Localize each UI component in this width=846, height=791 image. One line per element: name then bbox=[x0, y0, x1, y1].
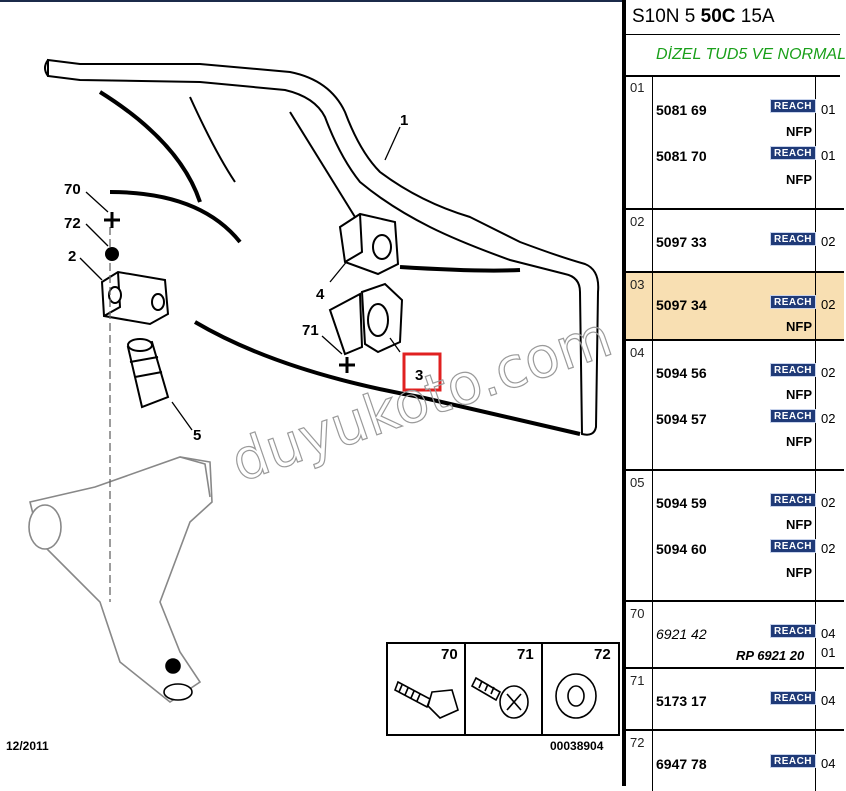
reach-badge: REACH bbox=[770, 232, 816, 246]
inset-label-70: 70 bbox=[441, 646, 458, 663]
part-qty: 01 bbox=[821, 102, 836, 117]
reach-badge: REACH bbox=[770, 295, 816, 309]
reach-badge: REACH bbox=[770, 99, 816, 113]
nfp-label: NFP bbox=[786, 387, 812, 402]
part-qty: 01 bbox=[821, 148, 836, 163]
callout-3: 3 bbox=[415, 367, 423, 384]
callout-72: 72 bbox=[64, 215, 81, 232]
hardware-inset: 70 71 72 bbox=[386, 642, 620, 736]
part-ref-692142[interactable]: 6921 42 bbox=[656, 626, 707, 642]
stabilizer-bar[interactable] bbox=[44, 58, 600, 436]
parts-group-70[interactable]: 70 6921 42 REACH 04 RP 6921 20 01 bbox=[626, 602, 844, 669]
callout-5: 5 bbox=[193, 427, 201, 444]
parts-group-05[interactable]: 05 5094 59 REACH 02 NFP 5094 60 REACH 02… bbox=[626, 471, 844, 602]
part-ref-509457[interactable]: 5094 57 bbox=[656, 411, 707, 427]
group-number: 01 bbox=[630, 80, 645, 95]
fastener-markers bbox=[104, 212, 355, 373]
reach-badge: REACH bbox=[770, 146, 816, 160]
group-number: 71 bbox=[630, 673, 645, 688]
bushing-upper[interactable] bbox=[338, 212, 400, 276]
part-qty: 02 bbox=[821, 365, 836, 380]
group-number: 02 bbox=[630, 214, 645, 229]
link-rod[interactable] bbox=[126, 338, 170, 409]
inset-label-72: 72 bbox=[594, 646, 611, 663]
part-ref-509459[interactable]: 5094 59 bbox=[656, 495, 707, 511]
part-qty: 02 bbox=[821, 297, 836, 312]
reference-title: S10N 5 50C 15A bbox=[626, 0, 840, 35]
callout-4: 4 bbox=[316, 286, 325, 303]
reach-badge: REACH bbox=[770, 624, 816, 638]
parts-group-01[interactable]: 01 5081 69 REACH 01 NFP 5081 70 REACH 01… bbox=[626, 76, 844, 210]
clamp-left[interactable] bbox=[100, 270, 170, 326]
parts-group-72[interactable]: 72 6947 78 REACH 04 bbox=[626, 731, 844, 791]
parts-group-71[interactable]: 71 5173 17 REACH 04 bbox=[626, 669, 844, 731]
group-number: 05 bbox=[630, 475, 645, 490]
part-ref-694778[interactable]: 6947 78 bbox=[656, 756, 707, 772]
nfp-label: NFP bbox=[786, 124, 812, 139]
part-qty: 04 bbox=[821, 626, 836, 641]
group-number: 72 bbox=[630, 735, 645, 750]
ref-suffix: 15A bbox=[735, 6, 775, 27]
group-number: 70 bbox=[630, 606, 645, 621]
part-ref-509456[interactable]: 5094 56 bbox=[656, 365, 707, 381]
highlight-box[interactable] bbox=[402, 352, 442, 392]
reach-badge: REACH bbox=[770, 363, 816, 377]
part-ref-509733[interactable]: 5097 33 bbox=[656, 234, 707, 250]
drawing-code: 00038904 bbox=[550, 739, 604, 753]
parts-group-04[interactable]: 04 5094 56 REACH 02 NFP 5094 57 REACH 02… bbox=[626, 341, 844, 471]
ref-prefix: S10N 5 bbox=[632, 6, 701, 27]
washer-dot bbox=[105, 247, 119, 261]
callout-70: 70 bbox=[64, 181, 81, 198]
group-number: 03 bbox=[630, 277, 645, 292]
parts-group-02[interactable]: 02 5097 33 REACH 02 bbox=[626, 210, 844, 273]
callout-71: 71 bbox=[302, 322, 319, 339]
reach-badge: REACH bbox=[770, 754, 816, 768]
replacement-qty: 01 bbox=[821, 645, 836, 660]
callout-2: 2 bbox=[68, 248, 76, 265]
drawing-date: 12/2011 bbox=[6, 739, 49, 753]
reach-badge: REACH bbox=[770, 493, 816, 507]
screw-icon bbox=[470, 676, 529, 719]
callout-1: 1 bbox=[400, 112, 408, 129]
part-ref-517317[interactable]: 5173 17 bbox=[656, 693, 707, 709]
reach-badge: REACH bbox=[770, 539, 816, 553]
part-qty: 02 bbox=[821, 234, 836, 249]
parts-list-panel: S10N 5 50C 15A DİZEL TUD5 VE NORMAL 01 5… bbox=[622, 0, 846, 791]
part-qty: 04 bbox=[821, 756, 836, 771]
part-qty: 04 bbox=[821, 693, 836, 708]
part-ref-508170[interactable]: 5081 70 bbox=[656, 148, 707, 164]
diagram-drawing: duyukoto.com 1 70 72 2 4 71 3 5 70 71 72 bbox=[28, 58, 621, 736]
nfp-label: NFP bbox=[786, 319, 812, 334]
group-number: 04 bbox=[630, 345, 645, 360]
reach-badge: REACH bbox=[770, 409, 816, 423]
nfp-label: NFP bbox=[786, 517, 812, 532]
washer-icon bbox=[555, 673, 597, 719]
engine-description: DİZEL TUD5 VE NORMAL bbox=[626, 35, 846, 77]
ref-bold: 50C bbox=[700, 6, 736, 27]
clamp-bracket[interactable] bbox=[328, 282, 404, 356]
nfp-label: NFP bbox=[786, 172, 812, 187]
lower-control-arm[interactable] bbox=[28, 456, 213, 703]
leader-lines bbox=[79, 126, 401, 431]
nfp-label: NFP bbox=[786, 565, 812, 580]
replacement-ref[interactable]: RP 6921 20 bbox=[736, 648, 805, 663]
parts-group-03[interactable]: 03 5097 34 REACH 02 NFP bbox=[626, 273, 844, 341]
nfp-label: NFP bbox=[786, 434, 812, 449]
part-ref-508169[interactable]: 5081 69 bbox=[656, 102, 707, 118]
watermark-text: duyukoto.com bbox=[223, 305, 620, 496]
inset-label-71: 71 bbox=[517, 646, 534, 663]
part-ref-509460[interactable]: 5094 60 bbox=[656, 541, 707, 557]
part-qty: 02 bbox=[821, 411, 836, 426]
part-qty: 02 bbox=[821, 541, 836, 556]
part-qty: 02 bbox=[821, 495, 836, 510]
part-ref-509734[interactable]: 5097 34 bbox=[656, 297, 707, 313]
bolt-icon bbox=[394, 680, 459, 719]
exploded-diagram-panel: duyukoto.com 1 70 72 2 4 71 3 5 70 71 72 bbox=[0, 0, 622, 753]
reach-badge: REACH bbox=[770, 691, 816, 705]
